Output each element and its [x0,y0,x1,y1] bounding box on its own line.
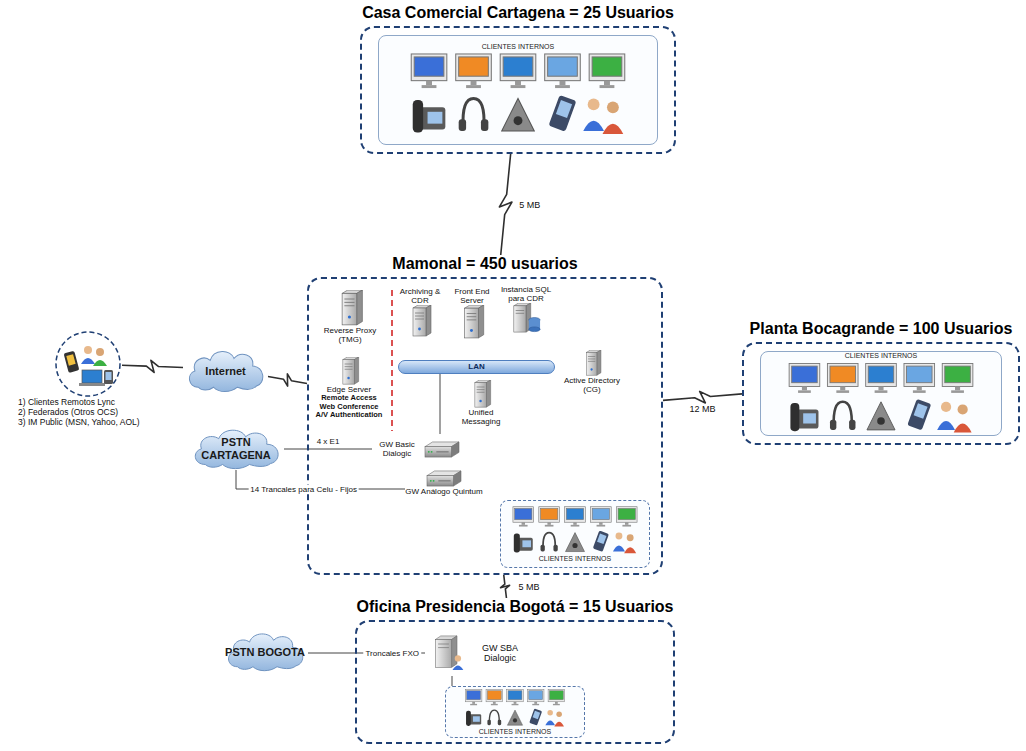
site-region: Oficina Presidencia Bogotá = 15 Usuarios… [355,598,675,744]
site-region: Mamonal = 450 usuariosReverse Proxy (TMG… [307,255,663,575]
wan-link [501,575,510,598]
panel-title: CLIENTES INTERNOS [539,555,611,563]
pstn-cloud: PSTN BOGOTA [222,628,308,672]
server-label: Front End Server [447,287,497,305]
cloud-label: PSTN CARTAGENA [188,432,284,461]
list-item: 3) IM Public (MSN, Yahoo, AOL) [18,418,140,428]
connector [440,374,441,434]
edge-label: 5 MB [517,200,542,210]
clients-icons [457,688,573,728]
gateway-icon: GW SBA Dialogic [425,630,535,676]
dmz-line [391,290,393,431]
remote-clients: 1) Clientes Remotos Lync2) Federados (Ot… [18,330,158,442]
server-label: GW Análogo Quintum [405,487,482,496]
server-label: Active Directory (CG) [560,376,624,394]
server-icon: Front End Server [447,287,497,349]
panel-title: CLIENTES INTERNOS [482,43,554,51]
wan-link [268,374,307,386]
wan-link [663,391,742,403]
server-label: Reverse Proxy (TMG) [318,326,382,344]
server-label: Remote Access [321,394,377,403]
connector [452,676,453,686]
cloud-label: Internet [205,361,245,378]
server-label: Web Conference [319,403,378,412]
server-label: Edge Server [327,385,371,394]
region-heading: Mamonal = 450 usuarios [307,255,663,273]
server-label: Instancia SQL para CDR [500,285,552,303]
server-label: Unified Messaging [452,408,510,426]
region-heading: Planta Bocagrande = 100 Usuarios [742,320,1020,338]
site-region: CLIENTES INTERNOS Casa Comercial Cartagen… [360,4,676,154]
server-icon [510,303,542,333]
edge-label: 14 Trancales para Celu - Fijos [248,485,359,494]
edge-label: 4 x E1 [315,437,342,446]
connector [284,449,372,450]
server-icon [581,350,603,376]
edge-label: 12 MB [687,404,717,414]
lan-bus: LAN [398,360,555,374]
server-icon: Edge ServerRemote AccessWeb ConferenceA/… [311,357,387,427]
edge-label: 5 MB [517,582,542,592]
gateway-icon: GW Basic Dialogic [372,434,464,464]
region-heading: Oficina Presidencia Bogotá = 15 Usuarios [355,598,675,616]
bus-label: LAN [468,362,484,371]
server-icon [337,357,361,385]
clients-panel: CLIENTES INTERNOS [378,35,658,145]
edge-label: Troncales FXO [363,649,421,658]
pstn-cloud: PSTN CARTAGENA [188,424,284,470]
server-icon: Archiving & CDR [396,287,444,349]
clients-icons [506,505,644,555]
server-icon [406,305,434,337]
list-item: 2) Federados (Otros OCS) [18,408,118,418]
server-icon: Active Directory (CG) [560,350,624,400]
clients-icons [781,361,981,435]
wan-link [122,360,183,372]
server-icon [335,290,365,326]
server-icon [469,380,493,408]
gateway-label: GW SBA Dialogic [470,643,530,664]
panel-title: CLIENTES INTERNOS [479,728,551,736]
internet-cloud: Internet [183,345,268,393]
gateway-label: GW Basic Dialogic [375,440,419,458]
site-region: CLIENTES INTERNOS Planta Bocagrande = 100… [742,320,1020,445]
gateway-icon [430,634,466,672]
wan-link [499,154,512,255]
remote-clients-circle [54,330,122,398]
clients-panel: CLIENTES INTERNOS [760,351,1002,436]
cloud-label: PSTN BOGOTA [225,642,305,659]
gateway-icon [423,441,461,458]
connector [236,470,405,489]
clients-panel: CLIENTES INTERNOS [500,500,650,568]
server-icon: Unified Messaging [452,380,510,430]
server-icon: Instancia SQL para CDR [500,285,552,353]
server-icon: Reverse Proxy (TMG) [318,290,382,352]
gateway-icon: GW Análogo Quintum [405,470,483,508]
clients-icons [403,51,633,137]
panel-title: CLIENTES INTERNOS [845,352,917,360]
server-label: Archiving & CDR [396,287,444,305]
clients-panel: CLIENTES INTERNOS [445,686,585,738]
gateway-icon [425,470,463,487]
region-heading: Casa Comercial Cartagena = 25 Usuarios [360,4,676,22]
server-label: A/V Authentication [316,411,383,420]
server-icon [458,305,486,339]
region-frame: CLIENTES INTERNOS [742,342,1020,445]
region-frame: CLIENTES INTERNOS [360,26,676,154]
connector [308,653,425,654]
list-item: 1) Clientes Remotos Lync [18,398,115,408]
